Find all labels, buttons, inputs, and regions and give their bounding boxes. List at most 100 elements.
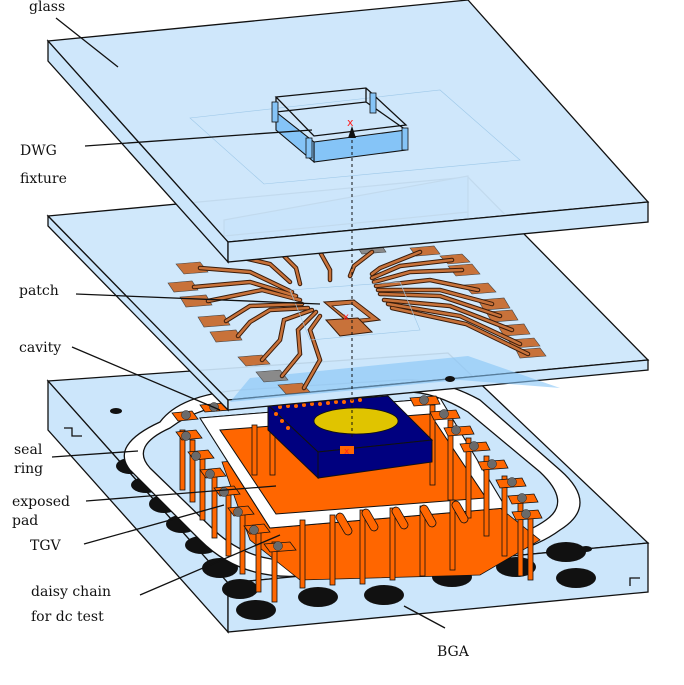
dwg-flange bbox=[271, 101, 279, 123]
label-fixture: fixture bbox=[20, 171, 67, 187]
right-pads bbox=[357, 245, 547, 359]
chip-io-pads bbox=[274, 398, 362, 430]
dwg-flange bbox=[401, 127, 409, 151]
solder-ball bbox=[181, 431, 191, 441]
solder-ball bbox=[487, 459, 497, 469]
tgv-pillar bbox=[299, 519, 306, 589]
tgv-pillar bbox=[179, 429, 186, 491]
patch-loop-inner bbox=[330, 303, 372, 321]
tgv-pillar bbox=[255, 525, 262, 593]
tgv-pillar bbox=[225, 489, 232, 557]
dwg-left bbox=[275, 110, 315, 164]
right-traces-fill bbox=[348, 250, 530, 356]
tgv-pillar bbox=[189, 439, 196, 503]
bond-pad bbox=[463, 282, 497, 295]
label-patch: patch bbox=[19, 283, 59, 299]
solder-ball bbox=[451, 425, 461, 435]
solder-ball bbox=[517, 493, 527, 503]
bga-ball bbox=[298, 587, 338, 607]
left-traces-fill bbox=[192, 250, 332, 390]
bga-ball bbox=[556, 568, 596, 588]
origin-marker-top: x bbox=[347, 116, 354, 129]
bond-pad bbox=[197, 314, 231, 328]
alignment-hole bbox=[445, 376, 455, 382]
bond-pad bbox=[167, 280, 199, 293]
label-tgv: TGV bbox=[30, 538, 62, 554]
bond-pad bbox=[175, 261, 209, 275]
port-arrow bbox=[348, 126, 356, 138]
chip-left bbox=[267, 403, 319, 480]
bga-ball bbox=[496, 557, 536, 577]
tgv-lozenge bbox=[391, 506, 409, 530]
label-bga: BGA bbox=[437, 644, 470, 660]
bond-pad bbox=[209, 329, 243, 343]
dwg-flange bbox=[305, 137, 313, 159]
leader-lines bbox=[51, 17, 446, 629]
bga-ball bbox=[546, 542, 586, 562]
solder-ball bbox=[507, 477, 517, 487]
leader-bga bbox=[403, 605, 446, 629]
label-cavity: cavity bbox=[19, 340, 61, 356]
top-glass-front bbox=[227, 201, 649, 263]
patch-antenna bbox=[289, 281, 421, 341]
solder-ball bbox=[273, 541, 283, 551]
bga-ball bbox=[236, 600, 276, 620]
leader-exposed-pad bbox=[85, 485, 277, 502]
label-pad: pad bbox=[12, 513, 38, 529]
top-glass-outline bbox=[189, 89, 521, 185]
tgv-pillar bbox=[359, 509, 366, 585]
leader-seal-ring bbox=[51, 450, 139, 458]
chip-feed-pad bbox=[340, 446, 354, 454]
package-notch bbox=[629, 577, 640, 586]
label-exposed: exposed bbox=[12, 494, 70, 510]
tgv-pillar bbox=[501, 475, 508, 557]
tgv-pillar bbox=[517, 495, 524, 577]
tgv-pillar bbox=[271, 541, 278, 603]
tgv-pillar bbox=[447, 419, 454, 501]
leader-glass bbox=[55, 17, 119, 68]
tgv-lozenge bbox=[419, 504, 437, 528]
leader-dwg bbox=[84, 129, 313, 147]
labels: glass DWG fixture patch cavity seal ring… bbox=[12, 0, 470, 660]
bond-pad bbox=[255, 369, 289, 383]
solder-ball bbox=[191, 451, 201, 461]
leader-tgv bbox=[83, 504, 225, 545]
cavity-shadow bbox=[230, 356, 560, 402]
tgv-pillar bbox=[465, 437, 472, 519]
dwg-flange bbox=[369, 92, 377, 114]
patch-outline bbox=[289, 281, 421, 341]
tgv-pillar bbox=[211, 473, 218, 539]
label-daisy-chain: daisy chain bbox=[31, 584, 111, 600]
tgv-lozenge bbox=[361, 508, 379, 532]
solder-ball bbox=[469, 441, 479, 451]
label-dwg: DWG bbox=[20, 143, 57, 159]
solder-ball bbox=[419, 395, 429, 405]
bga-ball bbox=[202, 558, 238, 578]
label-seal: seal bbox=[14, 442, 43, 458]
label-ring: ring bbox=[14, 461, 43, 477]
tgv-lozenges bbox=[335, 500, 469, 536]
solder-ball bbox=[219, 487, 229, 497]
solder-ball bbox=[439, 409, 449, 419]
label-glass: glass bbox=[29, 0, 65, 15]
tgv-pillar bbox=[483, 455, 490, 537]
rf-chip bbox=[266, 395, 434, 480]
patch-feed bbox=[324, 317, 374, 337]
leader-patch bbox=[75, 293, 321, 305]
tgv-pillar bbox=[389, 507, 396, 581]
tgv-lozenge bbox=[451, 500, 469, 524]
bga-ball bbox=[222, 579, 258, 599]
patch-disk bbox=[313, 407, 399, 435]
leader-cavity bbox=[71, 346, 221, 411]
bond-pad bbox=[277, 382, 311, 395]
package-notch bbox=[64, 427, 82, 437]
tgv-pillar bbox=[329, 514, 336, 586]
solder-ball bbox=[249, 525, 259, 535]
solder-ball bbox=[233, 507, 243, 517]
bga-ball bbox=[364, 585, 404, 605]
alignment-hole bbox=[110, 408, 122, 414]
tgv-pillar bbox=[239, 507, 246, 575]
solder-ball bbox=[181, 410, 191, 420]
label-dc-test: for dc test bbox=[31, 609, 104, 625]
